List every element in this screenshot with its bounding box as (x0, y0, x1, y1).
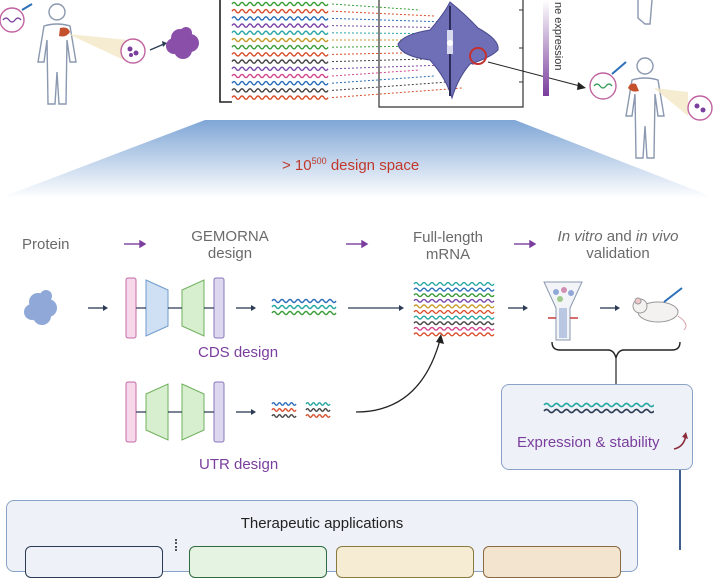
sequence-wave (231, 16, 329, 21)
step-arrows (124, 239, 537, 249)
sequence-wave (271, 414, 297, 418)
design-space-label: > 10500 design space (282, 156, 420, 174)
encoder-decoder-icon (125, 277, 225, 339)
sequence-wave (271, 298, 337, 304)
trend-up-icon (673, 432, 688, 450)
sequence-wave (231, 59, 329, 64)
mrna-circle-icon (589, 72, 617, 100)
dashed-line (331, 87, 463, 99)
sequence-wave (231, 52, 329, 57)
highlight-circle (469, 47, 487, 65)
dashed-line (331, 3, 421, 11)
sequence-wave (413, 309, 495, 315)
design-space-fan (0, 120, 715, 198)
dashed-line (331, 75, 435, 84)
sequence-wave (413, 326, 495, 331)
zoom-cone (68, 34, 128, 62)
pipeline-illustration (24, 239, 687, 550)
utr-design-label: UTR design (199, 456, 279, 473)
column-icon (543, 281, 583, 341)
sequence-wave (305, 402, 331, 406)
syringe-icon (611, 61, 627, 75)
cells-icon (687, 95, 713, 121)
application-card (336, 546, 474, 578)
application-card (483, 546, 621, 578)
expression-box: Expression & stability (501, 384, 693, 470)
sequence-wave (231, 23, 329, 28)
expression-gradient-bar (543, 0, 549, 96)
application-card (189, 546, 327, 578)
therapeutic-applications-title: Therapeutic applications (240, 515, 404, 532)
sequence-wave (271, 408, 297, 412)
protein-blob-icon (24, 290, 57, 325)
encoder-decoder-icon (125, 381, 225, 443)
mrna-circle-icon (0, 7, 25, 33)
sequence-bracket (219, 0, 232, 103)
therapeutic-applications-box: Therapeutic applications (6, 500, 638, 578)
sequence-wave (231, 66, 329, 72)
full-length-wave-stack (413, 281, 495, 337)
utr-to-mrna-arrow (355, 339, 441, 413)
sequence-wave (271, 402, 297, 406)
dashed-line (331, 69, 421, 77)
sequence-wave (271, 310, 337, 316)
mouse-icon (632, 287, 687, 331)
sequence-wave (231, 37, 329, 43)
violin-plot-axes (378, 0, 524, 108)
step-protein: Protein (22, 236, 70, 253)
sequence-wave (413, 298, 495, 303)
expression-stability-label: Expression & stability (517, 434, 660, 451)
top-illustration (0, 0, 715, 198)
dashed-line (331, 10, 435, 17)
liver-icon (59, 27, 70, 37)
sequence-wave (231, 30, 329, 36)
utr-wave-stack (271, 402, 331, 418)
sequence-wave (413, 287, 495, 292)
cells-icon (120, 38, 146, 64)
sequence-wave (231, 88, 329, 93)
sequence-wave (231, 1, 329, 7)
sequence-wave (413, 321, 495, 326)
sequence-wave-stack (231, 1, 329, 100)
sequence-wave (413, 293, 495, 298)
protein-blob-icon (166, 27, 199, 59)
sequence-wave (231, 80, 329, 86)
dashed-line (331, 81, 449, 91)
sequence-wave (231, 73, 329, 79)
sequence-wave (413, 332, 495, 337)
sequence-wave (413, 281, 495, 287)
cds-wave-stack (271, 298, 337, 316)
sequence-wave (231, 95, 329, 100)
human-figure-icon (637, 0, 653, 25)
sequence-wave (271, 304, 337, 310)
expression-wave-icon (543, 402, 654, 414)
divider (175, 539, 177, 551)
axis-label: ne expression (552, 2, 564, 71)
cds-design-label: CDS design (198, 344, 279, 361)
human-figure-icon (625, 57, 665, 159)
sequence-wave (305, 414, 331, 418)
syringe-icon (21, 3, 33, 11)
validation-brace (551, 341, 681, 359)
sequence-wave (231, 8, 329, 14)
sequence-wave (413, 304, 495, 309)
step-validation: In vitro and in vivo validation (557, 228, 679, 262)
sequence-wave (231, 44, 329, 50)
human-figure-icon (37, 3, 77, 105)
sequence-wave (413, 315, 495, 320)
sequence-wave (305, 408, 331, 412)
application-card (25, 546, 163, 578)
dashed-line (331, 17, 449, 23)
